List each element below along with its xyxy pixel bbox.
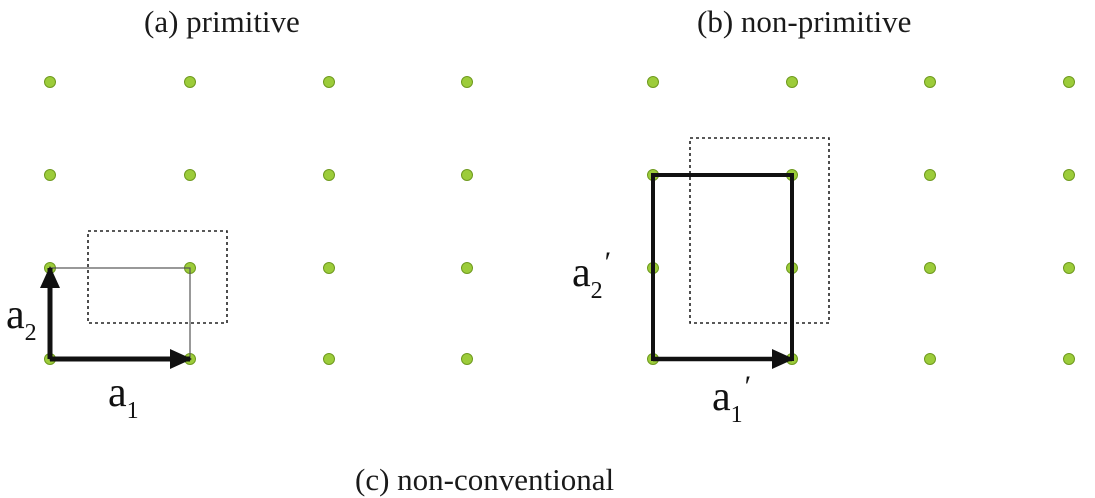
label-a2: a2 — [6, 292, 37, 346]
lattice-points-primitive — [44, 76, 473, 365]
lattice-point-a-3-3 — [461, 353, 473, 365]
lattice-point-a-0-1 — [184, 76, 196, 88]
diagram-svg — [40, 76, 1075, 369]
lattice-point-a-2-2 — [323, 262, 335, 274]
caption-non-primitive: (b) non-primitive — [697, 4, 912, 39]
lattice-point-a-1-0 — [44, 169, 56, 181]
lattice-point-b-1-3 — [1063, 169, 1075, 181]
lattice-diagram: (a) primitive (b) non-primitive (c) non-… — [6, 4, 1075, 497]
lattice-point-b-1-2 — [924, 169, 936, 181]
lattice-point-a-2-3 — [461, 262, 473, 274]
lattice-point-a-0-3 — [461, 76, 473, 88]
label-a1: a1 — [108, 370, 139, 424]
label-a2-prime: a2′ — [572, 246, 612, 304]
lattice-point-b-2-2 — [924, 262, 936, 274]
lattice-point-a-3-2 — [323, 353, 335, 365]
non-primitive-dotted-cell — [689, 137, 830, 324]
lattice-point-a-1-2 — [323, 169, 335, 181]
lattice-point-a-0-2 — [323, 76, 335, 88]
caption-primitive: (a) primitive — [144, 4, 300, 39]
lattice-point-a-1-1 — [184, 169, 196, 181]
primitive-unit-cell — [49, 267, 191, 361]
lattice-point-b-0-0 — [647, 76, 659, 88]
lattice-point-b-3-3 — [1063, 353, 1075, 365]
lattice-point-b-3-2 — [924, 353, 936, 365]
non-primitive-unit-cell — [651, 173, 794, 361]
wigner-seitz-cell-dotted — [87, 230, 228, 324]
lattice-point-a-0-0 — [44, 76, 56, 88]
lattice-point-b-0-1 — [786, 76, 798, 88]
lattice-points-non-primitive — [647, 76, 1075, 365]
lattice-point-b-0-3 — [1063, 76, 1075, 88]
label-a1-prime: a1′ — [712, 370, 752, 428]
lattice-point-b-2-3 — [1063, 262, 1075, 274]
lattice-point-b-0-2 — [924, 76, 936, 88]
lattice-point-a-1-3 — [461, 169, 473, 181]
